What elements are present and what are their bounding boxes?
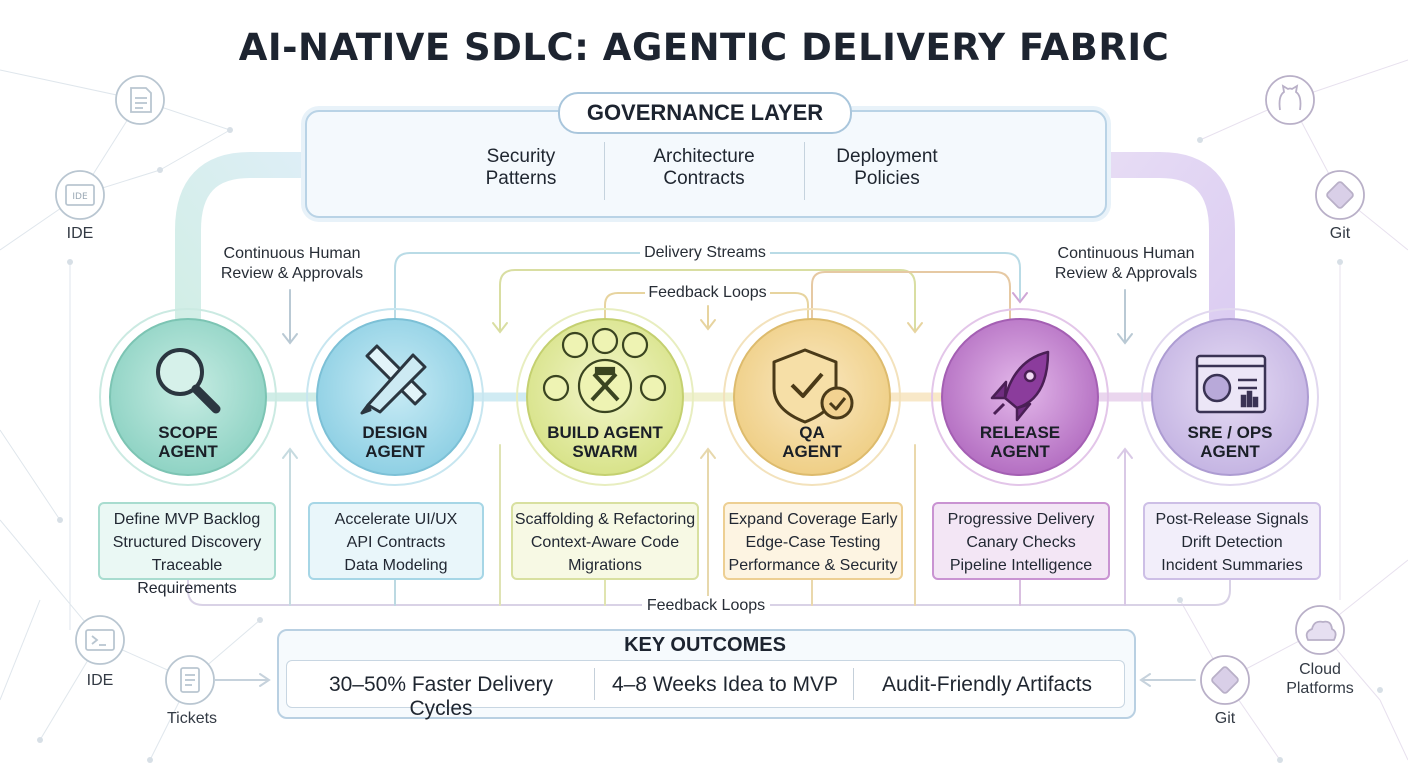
key-outcomes-row (286, 660, 1125, 708)
outcome-faster-delivery: 30–50% Faster Delivery Cycles (328, 673, 554, 720)
tickets-label: Tickets (166, 710, 218, 727)
page-title: AI-NATIVE SDLC: AGENTIC DELIVERY FABRIC (238, 26, 1170, 69)
git-top-icon (1315, 170, 1365, 220)
git-bottom-icon (1200, 655, 1250, 705)
feedback-loops-bottom-label: Feedback Loops (642, 596, 770, 616)
agent-rings (99, 308, 1319, 486)
review-arrows (282, 289, 1133, 345)
network-dots (37, 127, 1383, 763)
key-outcomes-title: KEY OUTCOMES (624, 634, 786, 656)
governance-item-security: Security Patterns (485, 146, 557, 189)
github-icon (1265, 75, 1315, 125)
rocket-icon (990, 350, 1050, 422)
pencil-ruler-icon (360, 344, 427, 415)
governance-divider (804, 142, 805, 200)
right-arch (1090, 152, 1235, 331)
hammer-swarm-icon (542, 327, 667, 414)
ide-bottom-icon (75, 615, 125, 665)
governance-divider (604, 142, 605, 200)
governance-item-architecture: Architecture Contracts (653, 146, 755, 189)
cloud-icon (1295, 605, 1345, 655)
governance-layer-title: GOVERNANCE LAYER (558, 92, 852, 134)
governance-item-deployment: Deployment Policies (836, 146, 938, 189)
document-icon (115, 75, 165, 125)
ide-top-icon: IDE (55, 170, 105, 220)
outcome-idea-to-mvp: 4–8 Weeks Idea to MVP (611, 673, 839, 696)
git-top-label: Git (1329, 225, 1351, 242)
stream-arrowheads (492, 292, 1028, 334)
shield-check-icon (772, 348, 854, 424)
delivery-streams-label: Delivery Streams (640, 243, 770, 263)
left-arch (175, 152, 318, 331)
cloud-platforms-label: Cloud Platforms (1286, 661, 1354, 697)
outcome-arrows (214, 673, 1196, 687)
review-annotation-right: Continuous Human Review & Approvals (1046, 244, 1206, 284)
ide-bottom-label: IDE (86, 672, 114, 689)
git-bottom-label: Git (1214, 710, 1236, 727)
review-annotation-left: Continuous Human Review & Approvals (212, 244, 372, 284)
feedback-loops-top-label: Feedback Loops (645, 283, 770, 303)
outcome-divider (853, 668, 854, 700)
magnifier-icon (156, 348, 221, 414)
svg-text:IDE: IDE (72, 192, 88, 202)
outcome-divider (594, 668, 595, 700)
tickets-icon (165, 655, 215, 705)
dashboard-icon (1195, 354, 1267, 414)
ide-top-label: IDE (66, 225, 94, 242)
outcome-audit-artifacts: Audit-Friendly Artifacts (881, 673, 1093, 696)
